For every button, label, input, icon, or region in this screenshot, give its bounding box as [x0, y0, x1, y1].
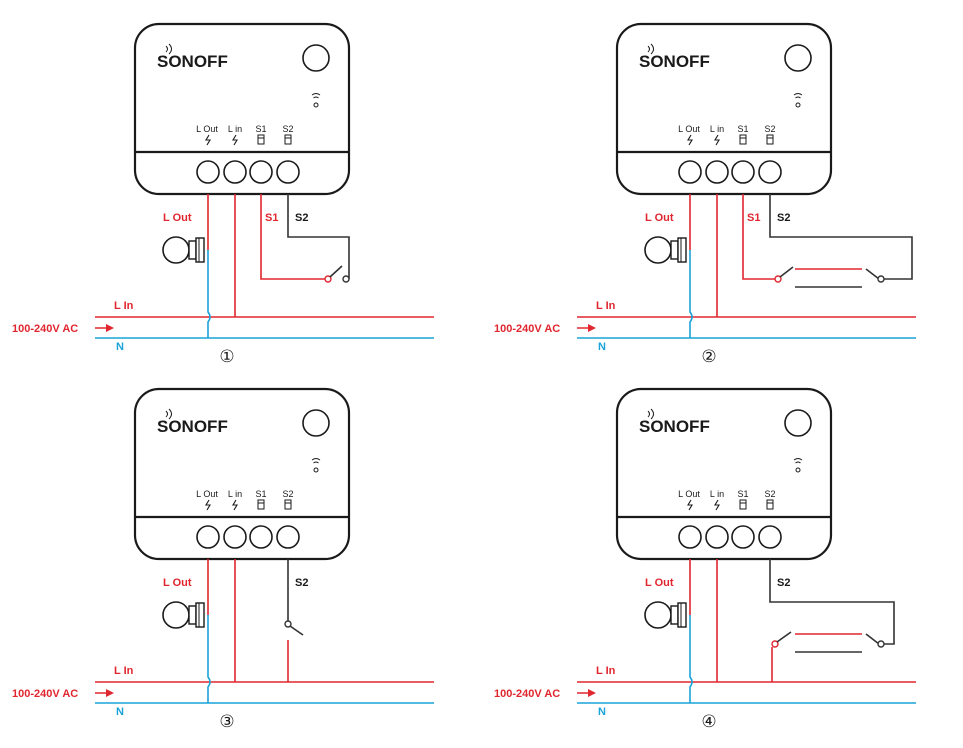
terminal-label-l-out: L Out: [196, 124, 218, 134]
switch-lever: [289, 625, 304, 636]
sonoff-device: [133, 387, 351, 561]
terminal-label-s2: S2: [764, 124, 775, 134]
neutral-wire: [689, 250, 693, 338]
terminal-label-s2: S2: [764, 489, 775, 499]
brand-logo: SONOFF: [639, 52, 710, 71]
supply-label: 100-240V AC: [494, 688, 560, 700]
panel-number-2: ②: [701, 347, 716, 366]
switch2-lever: [865, 633, 880, 645]
sonoff-device: [615, 22, 833, 196]
n-label: N: [598, 341, 606, 353]
switch-contact-a: [324, 275, 332, 283]
bulb-icon: [162, 601, 205, 629]
switch1-lever: [779, 266, 794, 278]
terminal-label-l-out: L Out: [678, 489, 700, 499]
supply-arrow-head: [106, 689, 114, 697]
neutral-wire: [689, 615, 693, 703]
l-in-label: L In: [114, 300, 134, 312]
terminal-label-s1: S1: [737, 124, 748, 134]
switch-contact: [284, 620, 292, 628]
s2-label: S2: [295, 577, 308, 589]
l-out-label: L Out: [645, 212, 674, 224]
switch-lever: [329, 265, 343, 278]
brand-logo: SONOFF: [157, 417, 228, 436]
bulb-icon: [644, 236, 687, 264]
s1-wire: [260, 194, 325, 280]
terminal-label-s1: S1: [255, 489, 266, 499]
switch1-contact: [771, 640, 779, 648]
terminal-label-l-in: L in: [710, 489, 724, 499]
switch2-contact: [877, 640, 885, 648]
l-out-label: L Out: [163, 212, 192, 224]
terminal-label-l-in: L in: [228, 489, 242, 499]
supply-arrow-head: [588, 324, 596, 332]
supply-arrow-head: [106, 324, 114, 332]
s1-wire: [742, 194, 775, 280]
switch-contact-b: [342, 275, 350, 283]
s2-wire: [769, 559, 895, 645]
switch2-lever: [865, 268, 880, 280]
sonoff-device: [615, 387, 833, 561]
s2-wire: [287, 194, 350, 279]
s1-label: S1: [265, 212, 278, 224]
terminal-label-l-out: L Out: [196, 489, 218, 499]
terminal-label-l-in: L in: [228, 124, 242, 134]
switch2-contact: [877, 275, 885, 283]
bulb-icon: [162, 236, 205, 264]
panel-number-3: ③: [219, 712, 234, 731]
brand-logo: SONOFF: [157, 52, 228, 71]
terminal-label-l-in: L in: [710, 124, 724, 134]
supply-label: 100-240V AC: [494, 323, 560, 335]
panel-number-1: ①: [219, 347, 234, 366]
supply-label: 100-240V AC: [12, 688, 78, 700]
terminal-label-s2: S2: [282, 124, 293, 134]
terminal-label-s1: S1: [255, 124, 266, 134]
terminal-label-s2: S2: [282, 489, 293, 499]
sonoff-device: [133, 22, 351, 196]
neutral-wire: [207, 250, 211, 338]
s1-label: S1: [747, 212, 760, 224]
l-in-label: L In: [596, 665, 616, 677]
s2-label: S2: [295, 212, 308, 224]
bulb-icon: [644, 601, 687, 629]
supply-arrow-head: [588, 689, 596, 697]
n-label: N: [598, 706, 606, 718]
terminal-label-l-out: L Out: [678, 124, 700, 134]
panel-number-4: ④: [701, 712, 716, 731]
l-in-label: L In: [596, 300, 616, 312]
l-out-label: L Out: [645, 577, 674, 589]
switch1-contact: [774, 275, 782, 283]
s2-label: S2: [777, 212, 790, 224]
brand-logo: SONOFF: [639, 417, 710, 436]
switch1-lever: [776, 631, 792, 643]
terminal-label-s1: S1: [737, 489, 748, 499]
s2-wire: [769, 194, 913, 280]
n-label: N: [116, 341, 124, 353]
neutral-wire: [207, 615, 211, 703]
s2-label: S2: [777, 577, 790, 589]
supply-label: 100-240V AC: [12, 323, 78, 335]
l-out-label: L Out: [163, 577, 192, 589]
n-label: N: [116, 706, 124, 718]
l-in-label: L In: [114, 665, 134, 677]
